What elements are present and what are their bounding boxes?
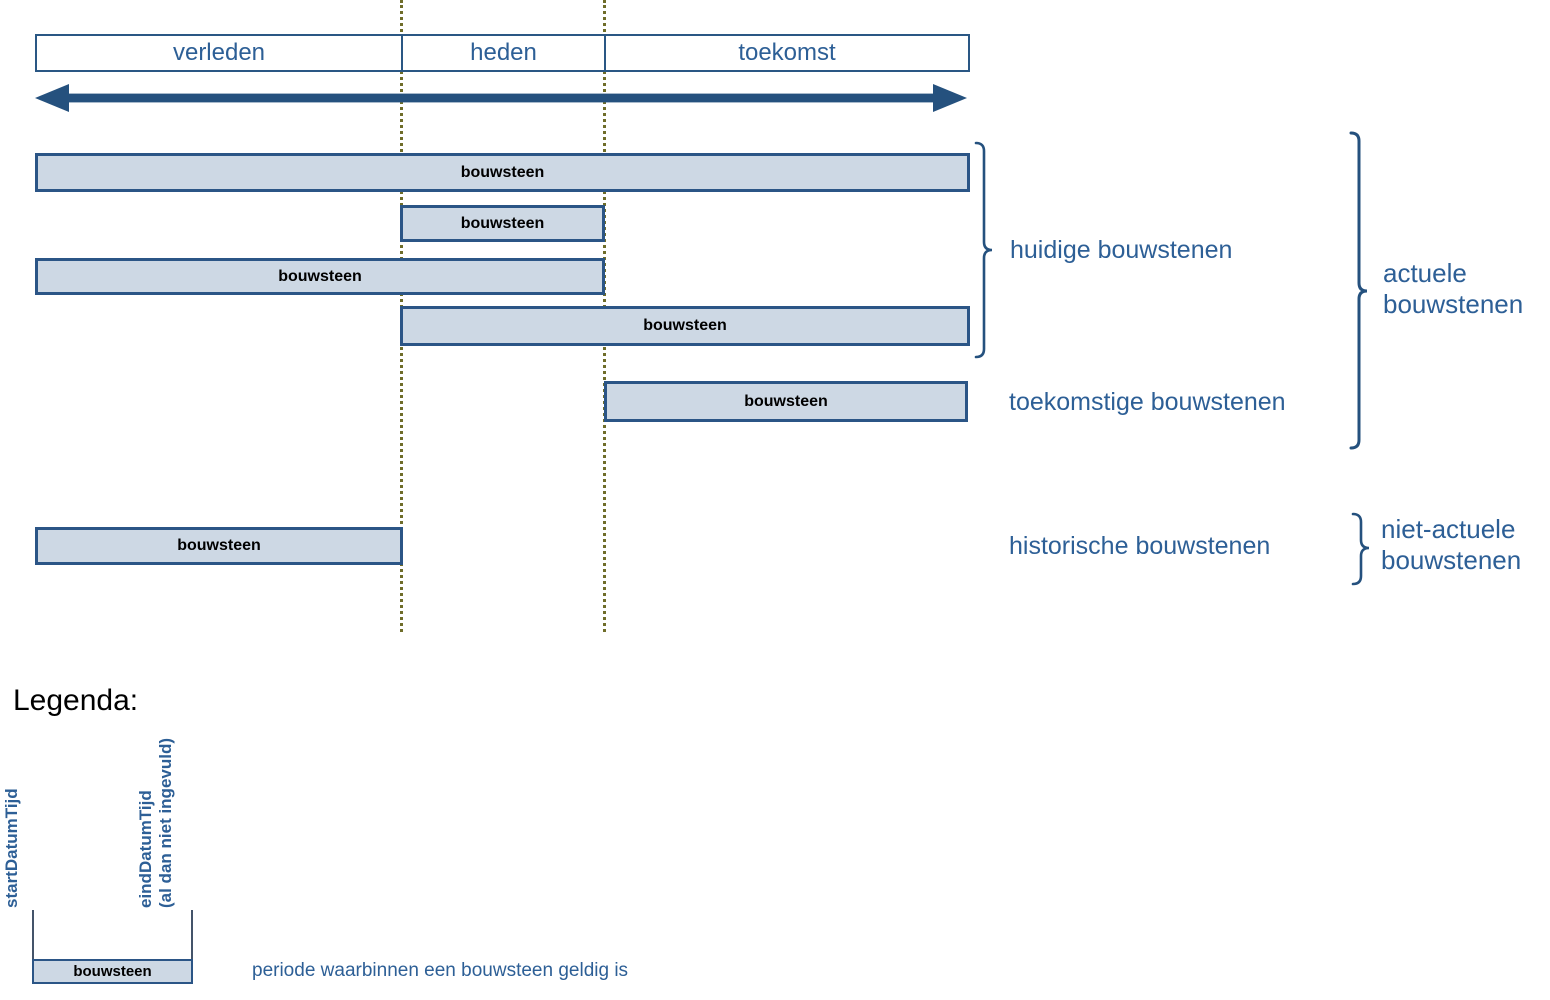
niet-actuele-brace-icon xyxy=(1351,512,1370,586)
bar-label: bouwsteen xyxy=(460,163,545,181)
legend-bouwsteen-bar: bouwsteen xyxy=(32,959,193,984)
timeline-column-heden: heden xyxy=(401,34,606,72)
bar-label: bouwsteen xyxy=(643,317,727,334)
bar-label: bouwsteen xyxy=(278,267,362,285)
legend-einddatumtijd-text: eindDatumTijd xyxy=(136,790,155,908)
group-label-huidige-bouwstenen: huidige bouwstenen xyxy=(1010,236,1233,264)
bar-label: bouwsteen xyxy=(177,537,261,554)
huidige-brace-icon xyxy=(974,141,993,359)
group-label-actuele-bouwstenen: actuele bouwstenen xyxy=(1383,258,1524,319)
bouwsteen-bar-toekomst: bouwsteen xyxy=(604,381,968,422)
legend-startdatumtijd-label: startDatumTijd xyxy=(2,788,21,908)
bar-label: bouwsteen xyxy=(73,963,152,980)
time-axis-arrow-icon xyxy=(35,84,967,112)
timeline-column-label: heden xyxy=(470,39,537,66)
timeline-column-toekomst: toekomst xyxy=(604,34,970,72)
bouwsteen-bar-verleden-heden: bouwsteen xyxy=(35,258,605,295)
group-label-historische-bouwstenen: historische bouwstenen xyxy=(1009,532,1271,560)
timeline-column-label: toekomst xyxy=(738,39,836,66)
bouwsteen-bar-heden-toekomst: bouwsteen xyxy=(400,306,970,346)
legend-title: Legenda: xyxy=(13,684,139,717)
bar-label: bouwsteen xyxy=(744,392,828,410)
bar-label: bouwsteen xyxy=(460,214,545,232)
bouwsteen-bar-verleden: bouwsteen xyxy=(35,527,403,565)
timeline-column-label: verleden xyxy=(172,39,266,66)
legend-end-connector-line xyxy=(191,910,193,960)
bouwsteen-bar-heden: bouwsteen xyxy=(400,205,605,242)
legend-start-connector-line xyxy=(32,910,34,960)
actuele-brace-icon xyxy=(1349,131,1368,450)
group-label-toekomstige-bouwstenen: toekomstige bouwstenen xyxy=(1009,388,1286,416)
timeline-column-verleden: verleden xyxy=(35,34,403,72)
legend-description: periode waarbinnen een bouwsteen geldig … xyxy=(252,960,629,981)
legend-einddatumtijd-label: eindDatumTijd (al dan niet ingevuld) xyxy=(136,738,176,908)
legend-einddatumtijd-note: (al dan niet ingevuld) xyxy=(156,737,175,908)
group-label-niet-actuele-bouwstenen: niet-actuele bouwstenen xyxy=(1381,514,1522,575)
bouwsteen-bar-verleden-toekomst: bouwsteen xyxy=(35,153,970,192)
